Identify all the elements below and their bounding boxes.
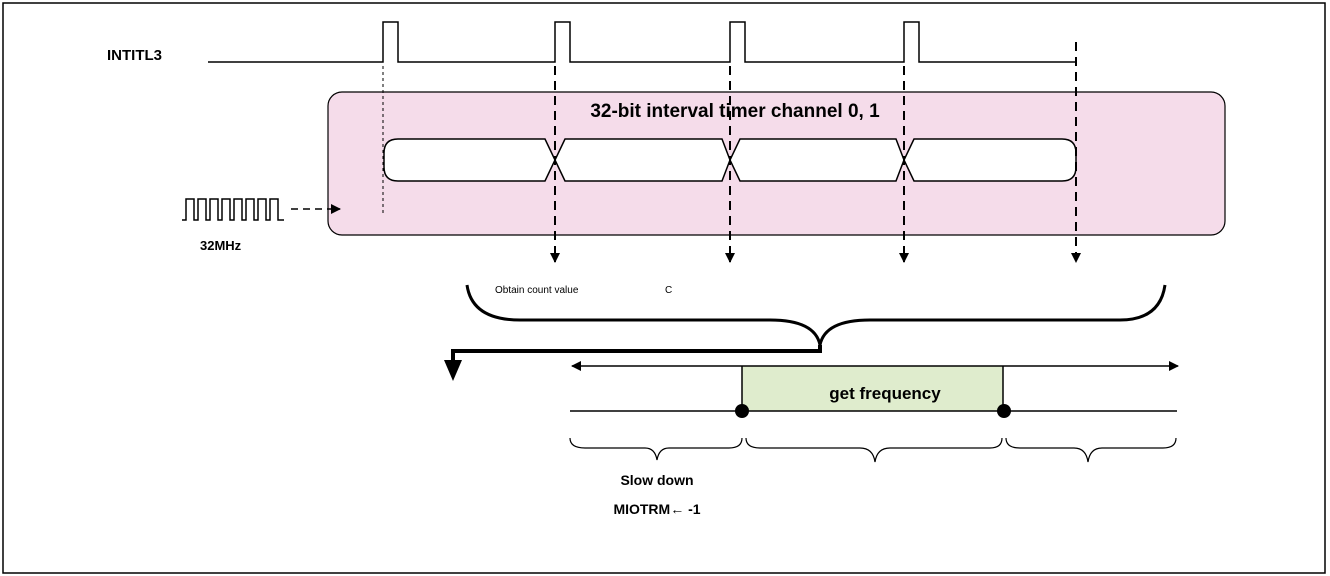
slow-down-label: Slow down	[620, 472, 693, 488]
frequency-label: get frequency	[829, 384, 941, 403]
intitl3-waveform	[208, 21, 1075, 63]
count-segment-4	[903, 138, 1077, 182]
next-brace	[1005, 437, 1177, 463]
slow-down-brace	[569, 437, 743, 461]
clock-waveform	[182, 198, 284, 221]
miotrm-label: MIOTRM← -1	[613, 501, 700, 517]
signal-label: INTITL3	[107, 47, 162, 64]
frequency-box	[742, 366, 1003, 411]
timeline-point-start	[735, 404, 749, 418]
count-segment-3	[729, 138, 905, 182]
timer-box-title: 32-bit interval timer channel 0, 1	[590, 101, 880, 122]
obtain-count-label: Obtain count value	[495, 285, 579, 296]
obtain-count-fragment: C	[665, 285, 672, 296]
count-segment-2	[554, 138, 731, 182]
clock-label: 32MHz	[200, 238, 242, 253]
count-segment-1	[383, 138, 556, 182]
measure-brace	[745, 437, 1003, 463]
result-flow-line	[451, 345, 822, 360]
timeline-point-end	[997, 404, 1011, 418]
result-arrowhead	[444, 360, 462, 381]
